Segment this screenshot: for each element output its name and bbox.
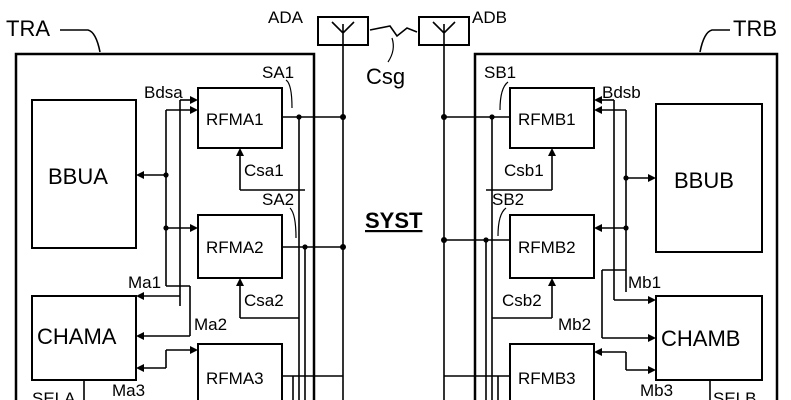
wireless-link-icon xyxy=(369,25,418,38)
channel-manager-a xyxy=(31,295,137,381)
rf-module-b3-label: RFMB3 xyxy=(518,369,576,388)
channel-manager-a-label: CHAMA xyxy=(37,324,117,349)
control-b1-label: Csb1 xyxy=(504,161,544,180)
cut-b-label: SELB xyxy=(713,389,756,400)
switch-a1-label: SA1 xyxy=(262,63,294,82)
link-label-leader xyxy=(387,37,394,63)
rf-module-b1-label: RFMB1 xyxy=(518,110,576,129)
link-label: Csg xyxy=(366,64,405,89)
rf-module-a2 xyxy=(197,214,283,279)
manager-link-a1-label: Ma1 xyxy=(128,273,161,292)
terminal-a-leader xyxy=(60,29,101,53)
terminal-b-wiring xyxy=(441,81,711,400)
control-a1-label: Csa1 xyxy=(244,161,284,180)
terminal-a-frame xyxy=(14,52,316,400)
control-a2-label: Csa2 xyxy=(244,291,284,310)
manager-link-b3-label: Mb3 xyxy=(640,381,673,400)
manager-link-b1-label: Mb1 xyxy=(628,273,661,292)
baseband-unit-b-label: BBUB xyxy=(674,168,734,193)
baseband-unit-a xyxy=(31,99,137,249)
terminal-b-frame xyxy=(473,52,779,400)
rf-module-b2-label: RFMB2 xyxy=(518,238,576,257)
cut-a-label: SELA xyxy=(32,389,76,400)
rf-module-a2-label: RFMA2 xyxy=(206,238,264,257)
bus-b-label: Bdsb xyxy=(602,83,641,102)
terminal-a-label: TRA xyxy=(6,16,50,41)
rf-module-b2 xyxy=(509,214,595,279)
manager-link-a2-label: Ma2 xyxy=(194,315,227,334)
switch-a2-label: SA2 xyxy=(262,190,294,209)
channel-manager-b xyxy=(655,295,763,381)
channel-manager-b-label: CHAMB xyxy=(661,326,740,351)
rf-module-b3 xyxy=(509,343,595,400)
antenna-b xyxy=(418,16,470,46)
switch-b1-label: SB1 xyxy=(484,63,516,82)
manager-link-b2-label: Mb2 xyxy=(558,315,591,334)
control-b2-label: Csb2 xyxy=(502,291,542,310)
baseband-unit-a-label: BBUA xyxy=(48,164,108,189)
bus-a-label: Bdsa xyxy=(144,83,183,102)
antenna-b-label: ADB xyxy=(472,8,507,27)
rf-module-a3 xyxy=(197,343,283,400)
manager-link-a3-label: Ma3 xyxy=(112,381,145,400)
antenna-a-label: ADA xyxy=(268,8,304,27)
switch-b2-label: SB2 xyxy=(492,190,524,209)
terminal-b-label: TRB xyxy=(733,16,777,41)
baseband-unit-b xyxy=(655,103,763,253)
rf-module-a1 xyxy=(197,87,283,149)
antenna-a xyxy=(317,16,369,46)
terminal-a-wiring xyxy=(83,79,346,400)
rf-module-a1-label: RFMA1 xyxy=(206,110,264,129)
system-label: SYST xyxy=(365,208,423,233)
rf-module-a3-label: RFMA3 xyxy=(206,369,264,388)
terminal-b-leader xyxy=(699,29,730,53)
